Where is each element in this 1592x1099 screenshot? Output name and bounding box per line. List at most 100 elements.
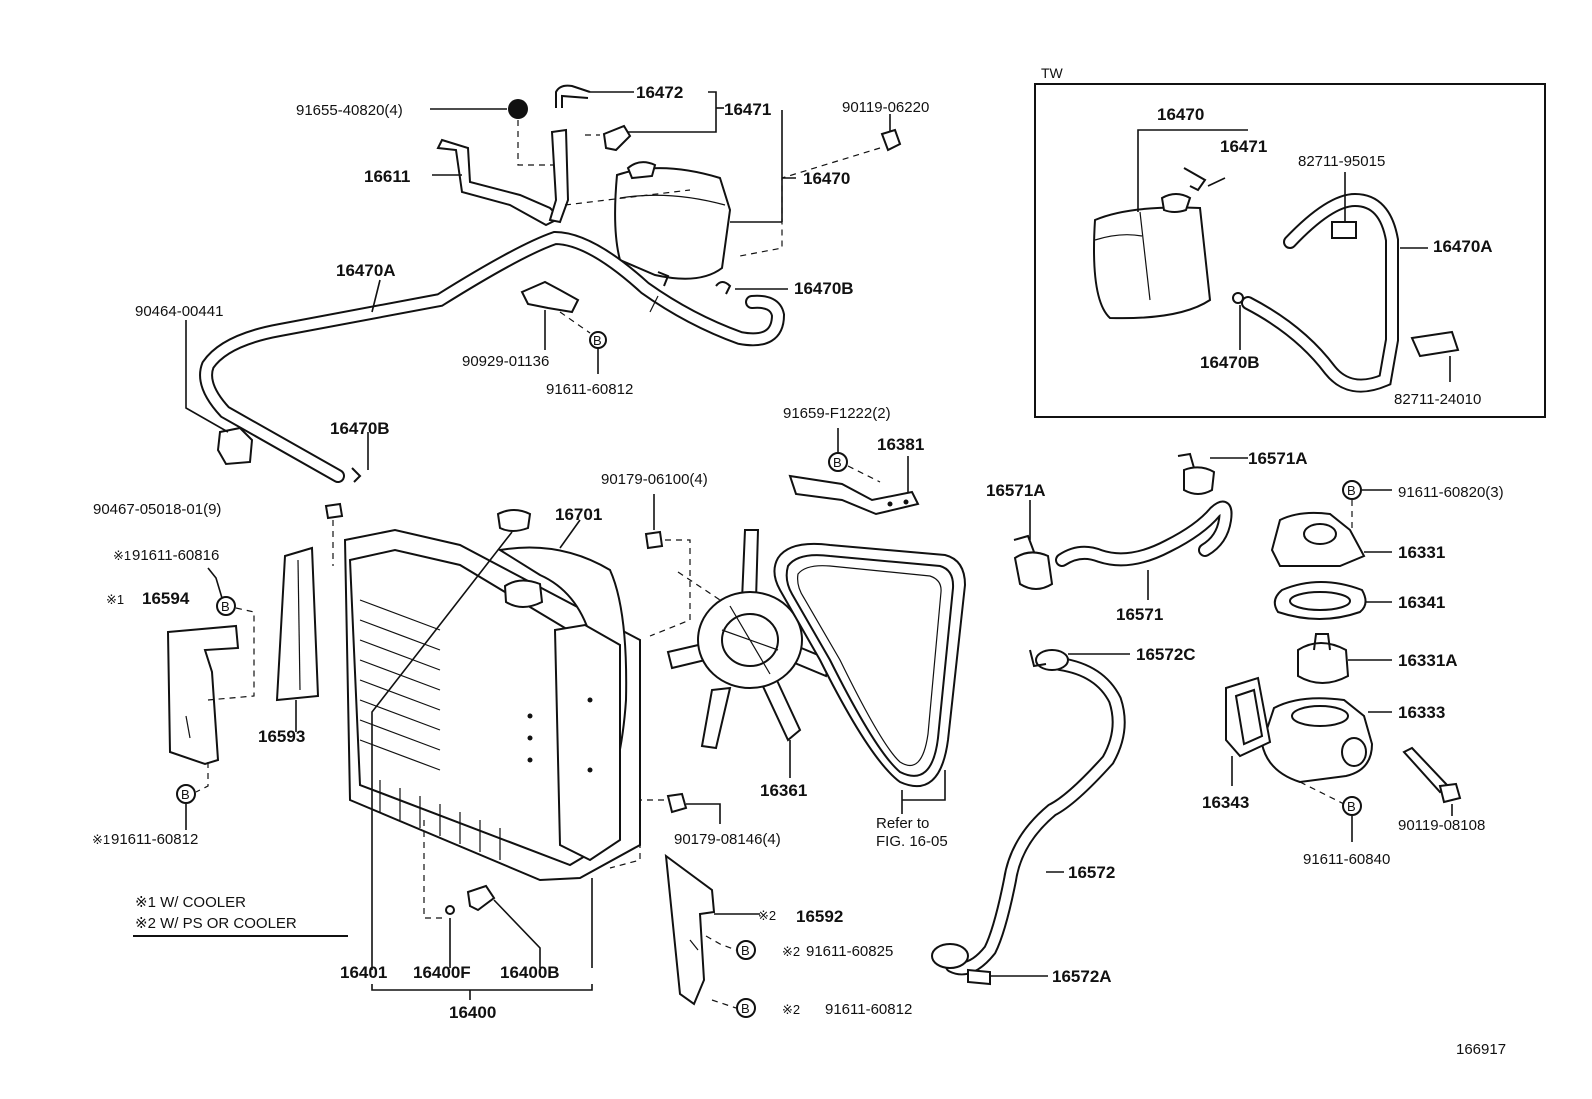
label-16400: 16400 [449,1003,496,1022]
gasket-16343 [1225,676,1272,758]
label-16470B-top: 16470B [794,279,854,298]
svg-text:B: B [741,943,750,958]
svg-text:B: B [181,787,190,802]
hose-end-16572A [931,943,969,969]
thermostat-group: B B 91611-60820(3) 16331 1 [1202,480,1504,868]
label-90179-06100: 90179-06100(4) [601,471,708,488]
water-inlet-housing-16333 [1260,697,1374,784]
ref-mark-1-c: ※1 [92,832,110,847]
clamp-16572C [1035,649,1069,671]
shroud-16593 [275,546,320,702]
tw-clamp-82711-24010 [1410,330,1460,358]
drive-belt [773,542,967,788]
label-90929-01136: 90929-01136 [462,353,549,370]
label-91611-60812-bottom: 91611-60812 [825,1001,912,1018]
label-16611: 16611 [364,167,410,186]
clamp-16471 [602,124,632,152]
reservoir-cap [626,161,657,180]
svg-text:B: B [221,599,230,614]
radiator-side-tank [553,623,621,862]
radiator-cap [496,509,532,532]
bolt-90467-05018-01 [324,502,344,520]
bolt-circle-91611-60812-left [176,784,196,804]
bracket-16594 [166,624,240,766]
label-91611-60812-left: 91611-60812 [111,831,198,848]
tw-inset-title: TW [1041,65,1064,81]
label-16592: 16592 [796,907,843,926]
bolt-circle-91611-60816 [216,596,236,616]
bolt-circle-91611-60820 [1342,480,1362,500]
label-16470A: 16470A [336,261,396,280]
label-refer-to: Refer to [876,815,929,832]
tw-cap-clip [1183,167,1207,192]
drain-cock-16400B [466,884,496,912]
tw-clamp-82711-95015 [1331,221,1357,239]
label-16470: 16470 [803,169,850,188]
fan-belt-group: B 91659-F1222(2) 16381 16361 Refer to FI… [666,405,967,850]
tw-label-16470B: 16470B [1200,353,1260,372]
tw-reservoir-tank [1093,206,1212,320]
bracket-upright [548,128,570,224]
label-90119-08108: 90119-08108 [1398,817,1485,834]
radiator-group: B B B B 90467-05018-01(9) ※1 91611-60816… [92,471,912,1022]
lower-hose-16572 [945,657,1126,976]
label-16400F: 16400F [413,963,471,982]
label-refer-fig: FIG. 16-05 [876,833,948,850]
bolt-circle-91611-60812-bottom [736,998,756,1018]
label-16572A: 16572A [1052,967,1112,986]
label-91611-60812-top: 91611-60812 [546,381,633,398]
gasket-16341 [1273,581,1367,620]
nut-90179-08146 [666,792,688,814]
tw-label-82711-95015: 82711-95015 [1298,153,1385,170]
bracket-16381 [788,474,920,516]
clamp-16571A-left [1013,551,1054,590]
clamp-16571A-top [1183,466,1216,495]
label-16381: 16381 [877,435,924,454]
thermostat-16331A [1297,642,1350,684]
ref-mark-1-a: ※1 [113,548,131,563]
tw-label-82711-24010: 82711-24010 [1394,391,1481,408]
nut-90179-06100 [644,530,664,550]
label-16594: 16594 [142,589,190,608]
label-91611-60816: 91611-60816 [132,547,219,564]
filled-circle-icon [508,99,528,119]
label-90179-08146: 90179-08146(4) [674,831,781,848]
svg-text:B: B [741,1001,750,1016]
label-90464-00441: 90464-00441 [135,303,223,320]
radiator-filler-neck [503,579,544,608]
reservoir-tank-16470 [614,167,732,280]
tw-inset-frame [1034,83,1546,418]
hoses-group: 16571A 16571A 16571 16572C 16572 16572A [931,449,1308,986]
gasket-16400F [445,905,455,915]
svg-text:B: B [833,455,842,470]
label-16572C: 16572C [1136,645,1196,664]
legend-note-2: ※2 W/ PS OR COOLER [135,915,297,932]
tw-clip-16470B [1232,292,1244,304]
bracket-16611 [436,138,562,227]
bolt-circle-91611-60840 [1342,796,1362,816]
bracket-16592 [664,853,716,1006]
label-16471: 16471 [724,100,771,119]
bolt-circle-91659-F1222 [828,452,848,472]
label-16571A-left: 16571A [986,481,1046,500]
label-16343: 16343 [1202,793,1249,812]
clamp-90929-01136 [520,280,580,314]
label-91611-60825: 91611-60825 [806,943,893,960]
label-91655-40820: 91655-40820(4) [296,102,403,119]
ref-mark-2-c: ※2 [782,1002,800,1017]
hose-16472 [555,84,591,108]
label-91611-60820: 91611-60820(3) [1398,484,1504,501]
label-16401: 16401 [340,963,387,982]
label-90467-05018-01: 90467-05018-01(9) [93,501,221,518]
clip-16470B-top [715,281,732,295]
label-16361: 16361 [760,781,807,800]
label-16331A: 16331A [1398,651,1458,670]
label-16571A-top: 16571A [1248,449,1308,468]
ref-mark-1-b: ※1 [106,592,124,607]
svg-text:B: B [1347,799,1356,814]
label-16341: 16341 [1398,593,1445,612]
figure-number: 166917 [1456,1041,1506,1058]
ref-mark-2-a: ※2 [758,908,776,923]
